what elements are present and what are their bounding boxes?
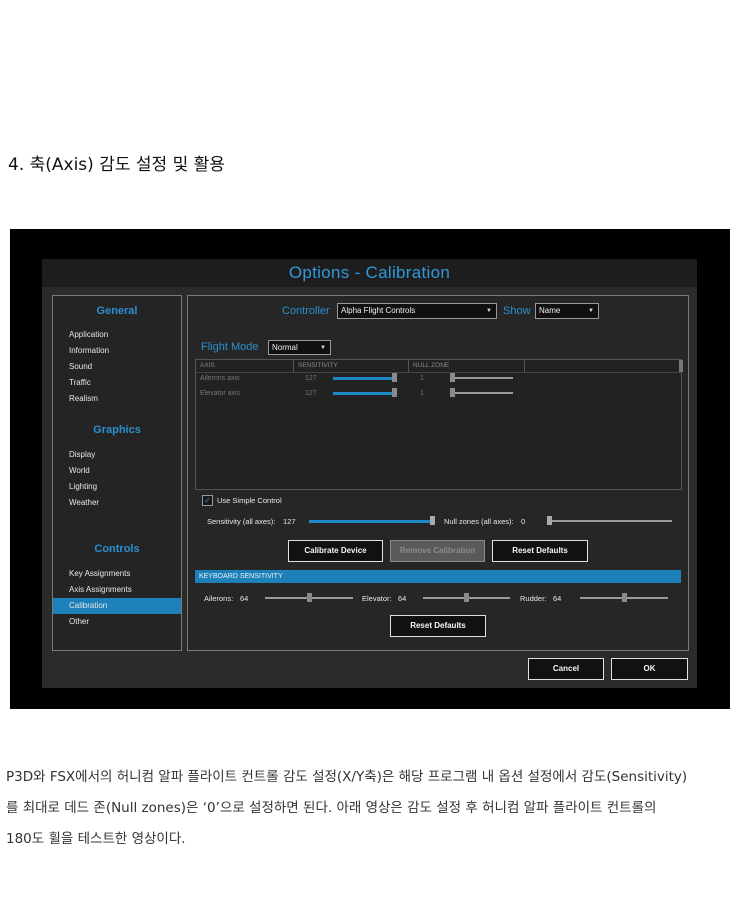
null-zones-all-value: 0 xyxy=(521,517,526,526)
ailerons-value: 64 xyxy=(240,594,249,603)
chevron-down-icon: ▼ xyxy=(588,308,594,314)
sidebar-item-other[interactable]: Other xyxy=(69,617,90,626)
sidebar-item-key-assignments[interactable]: Key Assignments xyxy=(69,569,131,578)
show-label: Show xyxy=(503,305,531,317)
slider-fill xyxy=(309,519,430,523)
sidebar-item-lighting[interactable]: Lighting xyxy=(69,482,98,491)
slider-thumb[interactable] xyxy=(392,388,397,397)
article-paragraph: P3D와 FSX에서의 허니컴 알파 플라이트 컨트롤 감도 설정(X/Y축)은… xyxy=(6,762,746,855)
show-select[interactable]: Name ▼ xyxy=(535,303,599,319)
slider-thumb[interactable] xyxy=(392,373,397,382)
ailerons-keyboard-slider[interactable] xyxy=(265,593,353,603)
slider-track xyxy=(547,520,672,522)
axis-null-zone-slider[interactable] xyxy=(450,388,513,398)
use-simple-control-label: Use Simple Control xyxy=(217,496,282,505)
reset-defaults-top-button[interactable]: Reset Defaults xyxy=(492,540,588,562)
axis-sensitivity-slider[interactable] xyxy=(333,388,397,398)
axis-sensitivity-slider[interactable] xyxy=(333,373,397,383)
flight-mode-label: Flight Mode xyxy=(201,341,259,353)
sidebar-item-world[interactable]: World xyxy=(69,466,90,475)
use-simple-control-checkbox[interactable]: ✓ xyxy=(202,495,213,506)
sidebar-item-calibration[interactable]: Calibration xyxy=(53,598,181,614)
rudder-label: Rudder: xyxy=(520,594,547,603)
ok-button[interactable]: OK xyxy=(611,658,688,680)
sensitivity-all-value: 127 xyxy=(283,517,296,526)
sensitivity-all-label: Sensitivity (all axes): xyxy=(207,517,276,526)
axis-null-zone-slider[interactable] xyxy=(450,373,513,383)
paragraph-line: P3D와 FSX에서의 허니컴 알파 플라이트 컨트롤 감도 설정(X/Y축)은… xyxy=(6,769,688,785)
slider-thumb[interactable] xyxy=(450,388,456,397)
remove-calibration-button[interactable]: Remove Calibration xyxy=(390,540,485,562)
flight-mode-select-value: Normal xyxy=(272,343,298,352)
axis-null-zone-value: 1 xyxy=(420,390,424,397)
slider-thumb[interactable] xyxy=(621,593,627,602)
axis-sensitivity-value: 127 xyxy=(305,375,317,382)
paragraph-line: 를 최대로 데드 존(Null zones)은 ‘0’으로 설정하면 된다. 아… xyxy=(6,800,657,816)
axis-name: Elevator axis xyxy=(200,390,241,397)
keyboard-sensitivity-header: KEYBOARD SENSITIVITY xyxy=(195,570,681,583)
sidebar-item-axis-assignments[interactable]: Axis Assignments xyxy=(69,585,132,594)
paragraph-line: 180도 휠을 테스트한 영상이다. xyxy=(6,831,186,847)
sidebar-item-sound[interactable]: Sound xyxy=(69,362,93,371)
column-header-axis: AXIS xyxy=(196,360,294,372)
slider-thumb[interactable] xyxy=(547,516,552,525)
show-select-value: Name xyxy=(539,306,561,315)
calibrate-device-button[interactable]: Calibrate Device xyxy=(288,540,383,562)
controller-select-value: Alpha Flight Controls xyxy=(341,306,416,315)
calibration-panel: Controller Alpha Flight Controls ▼ Show … xyxy=(187,295,689,651)
sidebar-item-display[interactable]: Display xyxy=(69,450,96,459)
article-heading: 4. 축(Axis) 감도 설정 및 활용 xyxy=(8,155,225,175)
sidebar-header-graphics: Graphics xyxy=(93,424,141,436)
sidebar-header-general: General xyxy=(96,305,138,317)
null-zones-all-slider[interactable] xyxy=(547,516,672,526)
sidebar-item-information[interactable]: Information xyxy=(69,346,110,355)
sidebar-item-traffic[interactable]: Traffic xyxy=(69,378,91,387)
slider-thumb[interactable] xyxy=(430,516,435,525)
cancel-button[interactable]: Cancel xyxy=(528,658,604,680)
table-scrollbar[interactable] xyxy=(679,360,683,372)
controller-select[interactable]: Alpha Flight Controls ▼ xyxy=(337,303,497,319)
options-dialog: Options - Calibration General Applicatio… xyxy=(42,259,697,688)
sidebar-item-realism[interactable]: Realism xyxy=(69,394,98,403)
axis-sensitivity-value: 127 xyxy=(305,390,317,397)
sidebar-header-controls: Controls xyxy=(94,543,140,555)
rudder-value: 64 xyxy=(553,594,562,603)
calibration-screenshot: Options - Calibration General Applicatio… xyxy=(10,229,730,709)
options-sidebar: General Application Information Sound Tr… xyxy=(52,295,182,651)
slider-track xyxy=(450,392,513,394)
dialog-title: Options - Calibration xyxy=(42,259,697,287)
slider-thumb[interactable] xyxy=(464,593,470,602)
elevator-value: 64 xyxy=(398,594,407,603)
null-zones-all-label: Null zones (all axes): xyxy=(444,517,514,526)
flight-mode-select[interactable]: Normal ▼ xyxy=(268,340,331,355)
slider-thumb[interactable] xyxy=(306,593,312,602)
slider-thumb[interactable] xyxy=(450,373,456,382)
sensitivity-all-slider[interactable] xyxy=(309,516,435,526)
checkmark-icon: ✓ xyxy=(204,496,211,505)
rudder-keyboard-slider[interactable] xyxy=(580,593,668,603)
slider-track xyxy=(450,377,513,379)
slider-fill xyxy=(333,391,392,395)
sidebar-item-weather[interactable]: Weather xyxy=(69,498,100,507)
axis-table-header: AXIS SENSITIVITY NULL ZONE xyxy=(196,360,681,373)
ailerons-label: Ailerons: xyxy=(204,594,234,603)
chevron-down-icon: ▼ xyxy=(320,345,326,351)
reset-defaults-bottom-button[interactable]: Reset Defaults xyxy=(390,615,486,637)
elevator-keyboard-slider[interactable] xyxy=(423,593,510,603)
column-header-null-zone: NULL ZONE xyxy=(409,360,525,372)
slider-fill xyxy=(333,376,392,380)
sidebar-item-application[interactable]: Application xyxy=(69,330,109,339)
axis-table: AXIS SENSITIVITY NULL ZONE Ailerons axis… xyxy=(195,359,683,490)
elevator-label: Elevator: xyxy=(362,594,392,603)
controller-label: Controller xyxy=(282,305,330,317)
axis-name: Ailerons axis xyxy=(200,375,240,382)
chevron-down-icon: ▼ xyxy=(486,308,492,314)
column-header-sensitivity: SENSITIVITY xyxy=(294,360,409,372)
axis-null-zone-value: 1 xyxy=(420,375,424,382)
